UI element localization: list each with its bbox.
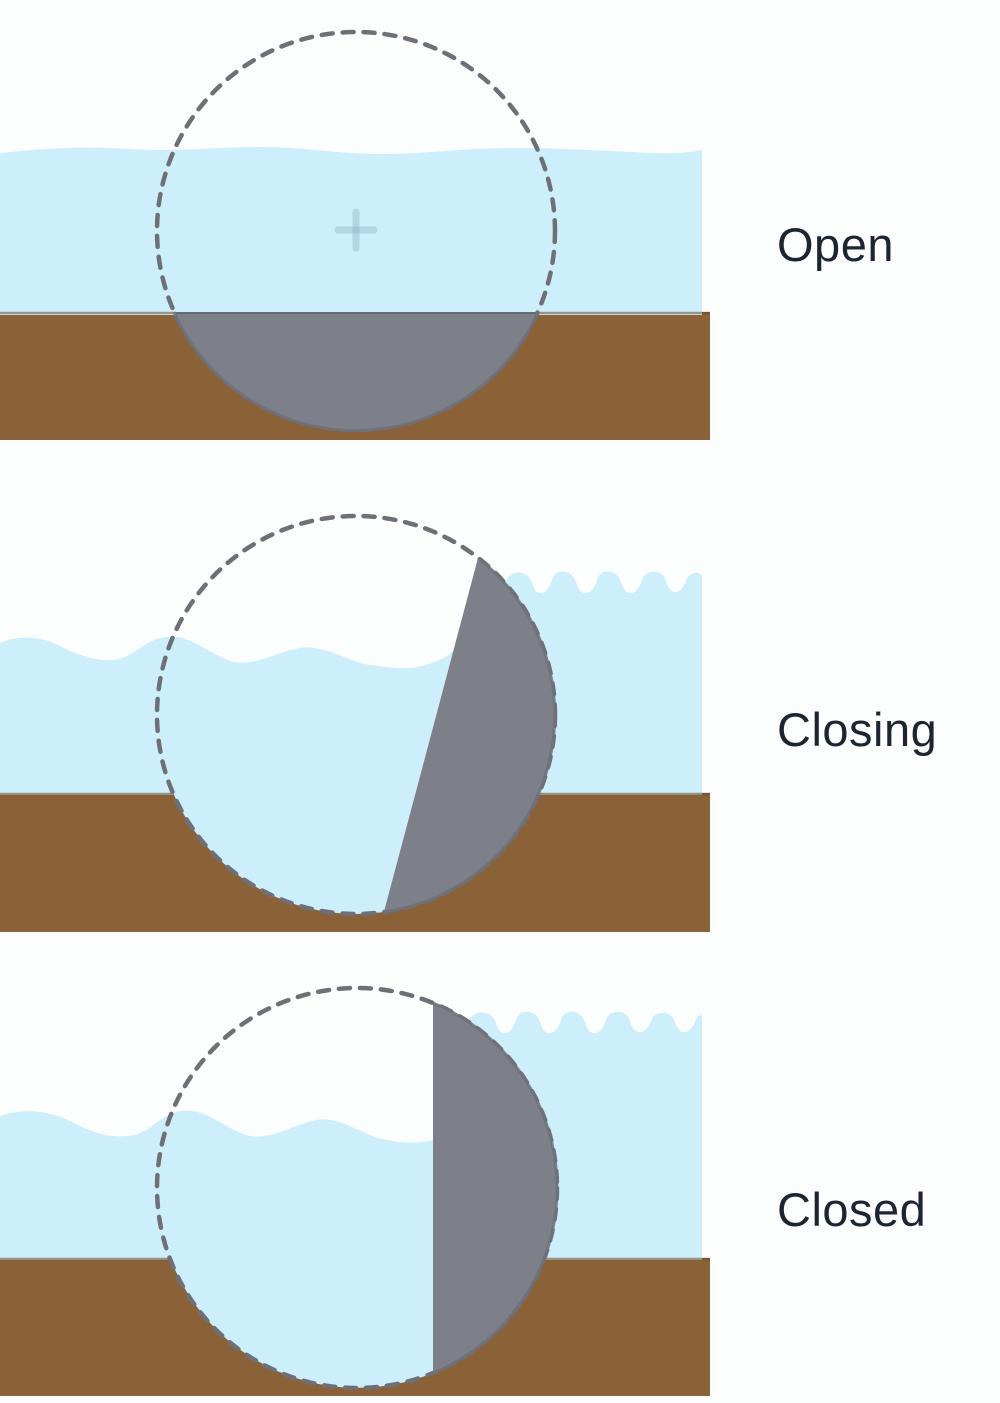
closing-gate-segment	[384, 558, 555, 912]
closing-left-water	[0, 636, 454, 914]
closed-left-water	[0, 1110, 433, 1388]
closed-gate-rim	[432, 1001, 559, 1375]
closing-label: Closing	[777, 703, 938, 756]
open-label: Open	[777, 218, 894, 271]
open-river-water	[0, 147, 702, 315]
panel-open	[0, 29, 710, 440]
open-gate-disc	[174, 312, 538, 431]
closed-label: Closed	[777, 1183, 927, 1236]
open-dashed-rotation-circle	[154, 29, 558, 433]
closed-right-water	[468, 1011, 702, 1260]
closed-gate-segment	[433, 1003, 558, 1373]
panel-closing	[0, 513, 710, 932]
panel-closed	[0, 985, 710, 1396]
closing-gate-rim	[383, 556, 557, 914]
open-gate-rim	[172, 311, 540, 433]
